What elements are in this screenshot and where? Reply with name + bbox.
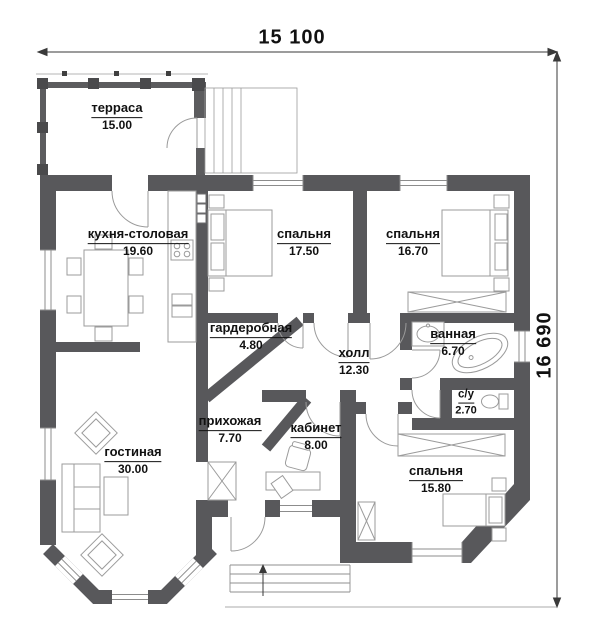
wall-hall-top bbox=[303, 313, 314, 323]
armchair-living-2 bbox=[80, 533, 124, 577]
wardrobe-entry bbox=[207, 461, 237, 501]
terrace-roof-tick bbox=[166, 71, 171, 76]
wall-wc-left bbox=[440, 390, 452, 418]
window-bay-bottom bbox=[112, 590, 148, 604]
bed-bedroom2 bbox=[441, 194, 510, 292]
wall-top bbox=[447, 175, 530, 191]
window-bay-right bbox=[175, 558, 203, 586]
bathroom-vanity bbox=[411, 321, 445, 347]
wall-left bbox=[40, 480, 56, 545]
door-kitchen-terrace bbox=[111, 175, 149, 228]
wall-bathroom-bottom bbox=[400, 378, 412, 390]
wall-bedroom3-top bbox=[356, 402, 366, 414]
terrace-roof-tick bbox=[62, 71, 67, 76]
window-bedroom3-bottom bbox=[411, 542, 463, 563]
wall-hall-top bbox=[348, 313, 370, 323]
wall-office-diagonal bbox=[261, 395, 312, 452]
dining-table bbox=[83, 249, 129, 327]
wall-bathroom-left bbox=[400, 313, 412, 350]
bathtub bbox=[451, 332, 509, 374]
wall-office-right bbox=[340, 390, 356, 563]
wall-right bbox=[514, 175, 530, 331]
office-chair bbox=[284, 441, 312, 472]
window-bedroom2-top bbox=[399, 175, 448, 191]
wall-bedroom-divider bbox=[353, 191, 367, 313]
wall-wc-bottom bbox=[412, 418, 514, 430]
kitchen-sink bbox=[171, 293, 193, 318]
wall-bedroom3-top bbox=[398, 402, 412, 414]
wall-kitchen-bedroom bbox=[196, 191, 208, 342]
entrance-steps bbox=[229, 564, 351, 593]
door-bedroom3 bbox=[365, 413, 399, 447]
door-terrace bbox=[166, 117, 198, 149]
dimension-lines bbox=[36, 47, 562, 609]
interior-walls bbox=[56, 191, 514, 563]
wardrobe-bedroom3 bbox=[397, 433, 506, 457]
window-kitchen-left bbox=[40, 249, 56, 311]
wall-bottom-office bbox=[312, 500, 340, 517]
wall-left bbox=[40, 310, 56, 428]
door-bedroom2 bbox=[369, 322, 407, 360]
bed-bedroom3 bbox=[442, 477, 507, 542]
window-bathroom-right bbox=[514, 330, 530, 363]
office-desk bbox=[265, 471, 321, 500]
wall-wardrobe-diagonal bbox=[202, 316, 304, 403]
wall-bay-right-link bbox=[196, 510, 212, 555]
dim-arrow-down bbox=[552, 597, 562, 609]
wardrobe-bedroom2 bbox=[407, 291, 507, 313]
window-office-bottom bbox=[280, 500, 312, 517]
sofa bbox=[61, 463, 101, 533]
window-bay-left bbox=[55, 556, 83, 584]
window-living-left bbox=[40, 427, 56, 481]
dining-table-set bbox=[66, 234, 144, 342]
cabinet-bedroom3 bbox=[357, 501, 376, 541]
bed-bedroom1 bbox=[207, 194, 273, 292]
wall-top bbox=[303, 175, 400, 191]
furniture bbox=[61, 190, 510, 577]
wall-hall-top bbox=[406, 313, 514, 323]
terrace-post bbox=[140, 78, 151, 89]
door-office bbox=[305, 401, 341, 437]
terrace-wall-top bbox=[40, 82, 206, 88]
terrace-structure bbox=[36, 71, 298, 175]
terrace-post bbox=[37, 78, 48, 89]
terrace-post bbox=[37, 122, 48, 133]
stove bbox=[170, 239, 194, 261]
wall-bottom-entry bbox=[265, 500, 280, 517]
dim-arrow-right bbox=[547, 47, 559, 57]
door-wc bbox=[411, 389, 441, 419]
coffee-table bbox=[103, 476, 129, 516]
wall-hall-bottom bbox=[262, 390, 306, 402]
wall-right bbox=[514, 362, 530, 484]
kitchen-cabinet-squares bbox=[196, 193, 207, 224]
entrance-arrow bbox=[259, 564, 267, 596]
terrace-post bbox=[192, 78, 205, 91]
terrace-roof-tick bbox=[114, 71, 119, 76]
terrace-post bbox=[88, 78, 99, 89]
wall-kitchen-living bbox=[56, 342, 140, 352]
wall-living-entry bbox=[196, 342, 208, 462]
window-bedroom1-top bbox=[252, 175, 304, 191]
doors bbox=[111, 117, 441, 552]
dim-arrow-left bbox=[36, 47, 48, 57]
wall-bottom-bedroom bbox=[356, 542, 412, 563]
terrace-side-steps bbox=[204, 87, 298, 174]
door-entrance bbox=[230, 516, 266, 552]
dim-arrow-up bbox=[552, 50, 562, 62]
kitchen-counter bbox=[167, 190, 197, 343]
terrace-wall-right-lower bbox=[196, 148, 205, 175]
terrace-post bbox=[37, 164, 48, 175]
windows bbox=[40, 175, 530, 604]
wall-bathroom-bottom bbox=[440, 378, 514, 390]
toilet bbox=[481, 393, 509, 410]
wall-hall-top bbox=[208, 313, 278, 323]
armchair-living-1 bbox=[74, 411, 118, 455]
door-bathroom bbox=[411, 349, 441, 379]
door-bedroom1 bbox=[313, 322, 349, 358]
wall-left bbox=[40, 175, 56, 250]
door-wardrobe-room bbox=[277, 322, 304, 349]
